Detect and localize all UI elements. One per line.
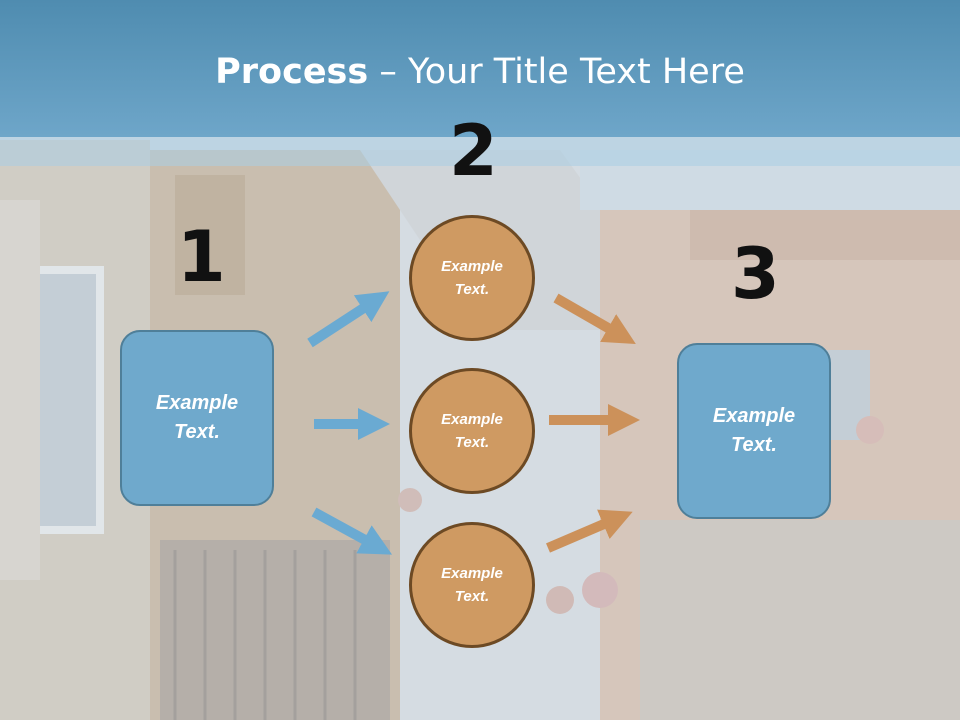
circle-middle-text: Example Text. bbox=[441, 411, 503, 451]
step-number-2: 2 bbox=[449, 110, 498, 192]
right-box-text: Example Text. bbox=[712, 405, 796, 456]
arrow-box-to-circle-top bbox=[307, 291, 390, 348]
title-bold: Process bbox=[215, 52, 369, 92]
right-process-box: Example Text. bbox=[677, 343, 831, 519]
arrow-circle-bottom-to-box bbox=[546, 509, 633, 553]
step-number-1: 1 bbox=[177, 216, 226, 298]
page-title: Process – Your Title Text Here bbox=[0, 52, 960, 92]
arrow-circle-top-to-box bbox=[553, 293, 636, 344]
circle-top-text: Example Text. bbox=[441, 258, 503, 298]
title-rest: – Your Title Text Here bbox=[368, 52, 745, 92]
step-number-3: 3 bbox=[731, 233, 780, 315]
circle-top: Example Text. bbox=[409, 215, 535, 341]
title-bar bbox=[0, 0, 960, 137]
circle-bottom: Example Text. bbox=[409, 522, 535, 648]
left-process-box: Example Text. bbox=[120, 330, 274, 506]
title-bar-band bbox=[0, 137, 960, 166]
arrow-box-to-circle-bottom bbox=[311, 507, 393, 555]
left-box-text: Example Text. bbox=[155, 392, 239, 443]
circle-bottom-text: Example Text. bbox=[441, 565, 503, 605]
circle-middle: Example Text. bbox=[409, 368, 535, 494]
